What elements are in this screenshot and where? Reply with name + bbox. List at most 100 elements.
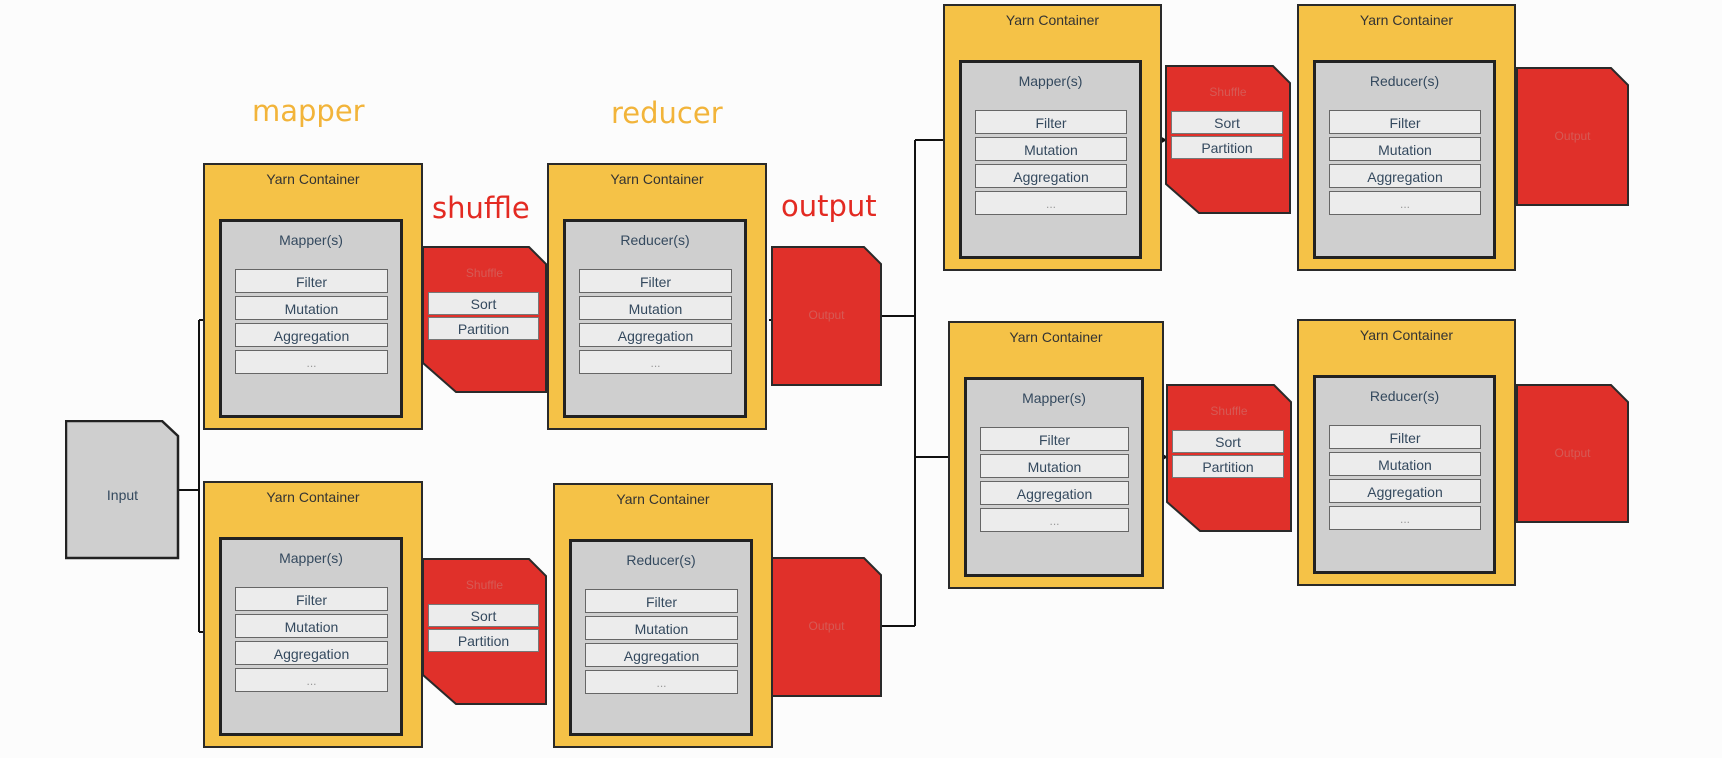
step-row: Aggregation [235, 323, 388, 347]
step-row: Filter [980, 427, 1129, 451]
step-row: Mutation [585, 616, 738, 640]
output-block-output-d: Output [1516, 384, 1629, 523]
step-row: Mutation [1329, 137, 1481, 161]
mapper-panel-title: Mapper(s) [1022, 390, 1086, 406]
step-row: Mutation [235, 614, 388, 638]
shuffle-title: Shuffle [465, 578, 504, 592]
shuffle-item: Sort [428, 604, 539, 627]
step-row: ... [585, 670, 738, 694]
step-row: Aggregation [975, 164, 1127, 188]
shuffle-title: Shuffle [465, 266, 504, 280]
mapper-panel-title: Mapper(s) [279, 232, 343, 248]
step-row: Filter [585, 589, 738, 613]
reducer-panel-title: Reducer(s) [626, 552, 696, 568]
output-block-output-a: Output [771, 246, 882, 386]
output-block-output-b: Output [771, 557, 882, 697]
shuffle-item: Partition [428, 629, 539, 652]
input-document: Input [65, 420, 180, 560]
output-label: Output [1554, 445, 1591, 460]
step-row: Mutation [1329, 452, 1481, 476]
step-row: Filter [235, 587, 388, 611]
step-row: ... [579, 350, 732, 374]
step-row: Aggregation [1329, 479, 1481, 503]
step-row: ... [1329, 506, 1481, 530]
shuffle-item: Sort [428, 292, 539, 315]
output-label: Output [808, 619, 845, 633]
shuffle-title: Shuffle [1210, 404, 1248, 418]
shuffle-stage-label: shuffle [432, 191, 530, 225]
yarn-container-title: Yarn Container [266, 489, 360, 505]
yarn-container-title: Yarn Container [1359, 12, 1454, 28]
step-row: Mutation [579, 296, 732, 320]
yarn-container-title: Yarn Container [1359, 327, 1454, 343]
output-label: Output [1554, 128, 1591, 143]
reducer-panel-title: Reducer(s) [1369, 73, 1440, 89]
step-row: Filter [975, 110, 1127, 134]
step-row: Aggregation [579, 323, 732, 347]
step-row: ... [235, 668, 388, 692]
step-row: Aggregation [980, 481, 1129, 505]
shuffle-item: Sort [1171, 111, 1283, 134]
step-row: ... [235, 350, 388, 374]
reducer-panel-title: Reducer(s) [620, 232, 690, 248]
step-row: Filter [235, 269, 388, 293]
output-stage-label: output [781, 189, 877, 223]
output-block-output-c: Output [1516, 67, 1629, 206]
yarn-container-title: Yarn Container [1009, 329, 1103, 345]
mapper-panel-title: Mapper(s) [1018, 73, 1083, 89]
step-row: Aggregation [235, 641, 388, 665]
shuffle-item: Partition [1171, 136, 1283, 159]
reducer-stage-label: reducer [611, 96, 723, 130]
step-row: Filter [1329, 425, 1481, 449]
mapper-stage-label: mapper [252, 94, 365, 128]
step-row: Mutation [980, 454, 1129, 478]
step-row: Filter [579, 269, 732, 293]
shuffle-item: Partition [428, 317, 539, 340]
step-row: Filter [1329, 110, 1481, 134]
shuffle-item: Partition [1172, 455, 1284, 478]
step-row: Mutation [235, 296, 388, 320]
input-label: Input [106, 487, 139, 503]
shuffle-item: Sort [1172, 430, 1284, 453]
reducer-panel-title: Reducer(s) [1369, 388, 1440, 404]
yarn-container-title: Yarn Container [616, 491, 710, 507]
shuffle-title: Shuffle [1209, 85, 1247, 99]
yarn-container-title: Yarn Container [610, 171, 704, 187]
step-row: ... [975, 191, 1127, 215]
step-row: Mutation [975, 137, 1127, 161]
yarn-container-title: Yarn Container [266, 171, 360, 187]
output-label: Output [808, 308, 845, 322]
step-row: ... [980, 508, 1129, 532]
mapper-panel-title: Mapper(s) [279, 550, 343, 566]
step-row: Aggregation [1329, 164, 1481, 188]
